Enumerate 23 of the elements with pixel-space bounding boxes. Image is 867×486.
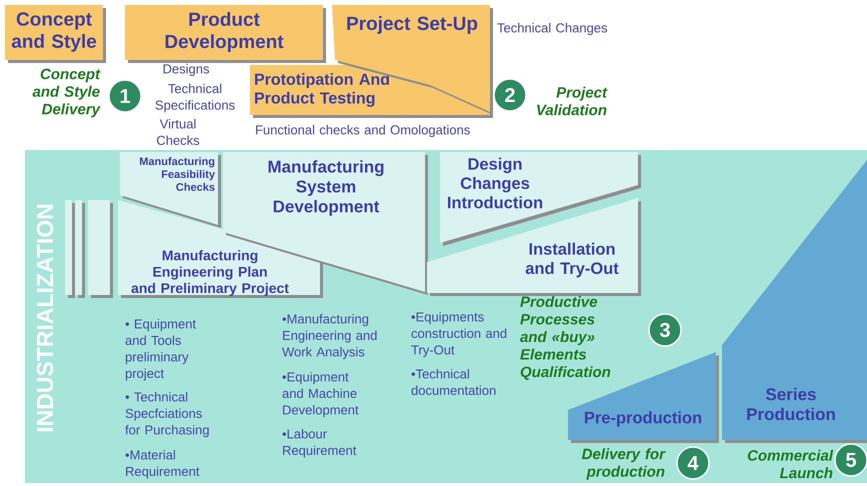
milestone-caption: Delivery for production xyxy=(582,448,666,480)
bar xyxy=(75,200,85,298)
note-text: Functional checks and Omologations xyxy=(256,124,470,138)
milestone-caption: Commercial Launch xyxy=(748,450,834,478)
step-box: Manufacturing Feasibility Checks xyxy=(120,152,221,228)
note-text: Virtual Checks xyxy=(157,118,200,146)
milestone-caption: Concept and Style Delivery xyxy=(32,68,101,118)
phase-box: Concept and Style xyxy=(5,5,106,63)
note-text: •Equipments construction and Try-Out xyxy=(411,312,506,358)
milestone-caption: Project Validation xyxy=(537,86,608,116)
note-text: •Manufacturing Engineering and Work Analysis xyxy=(282,314,377,360)
note-text: Technical Changes xyxy=(497,22,608,36)
bar xyxy=(88,200,113,298)
note-text: • Equipment and Tools preliminary project xyxy=(126,318,196,381)
phase-box: Product Development xyxy=(125,5,326,63)
note-text: •Labour Requirement xyxy=(282,428,356,458)
bar xyxy=(65,200,75,298)
note-text: •Material Requirement xyxy=(126,450,200,479)
note-text: Designs xyxy=(164,64,210,76)
note-text: • Technical Specfciations for Purchasing xyxy=(125,392,209,438)
note-text: •Technical documentation xyxy=(412,368,496,396)
note-text: •Equipment and Machine Development xyxy=(282,372,358,418)
note-text: Technical Specifications xyxy=(156,84,235,112)
